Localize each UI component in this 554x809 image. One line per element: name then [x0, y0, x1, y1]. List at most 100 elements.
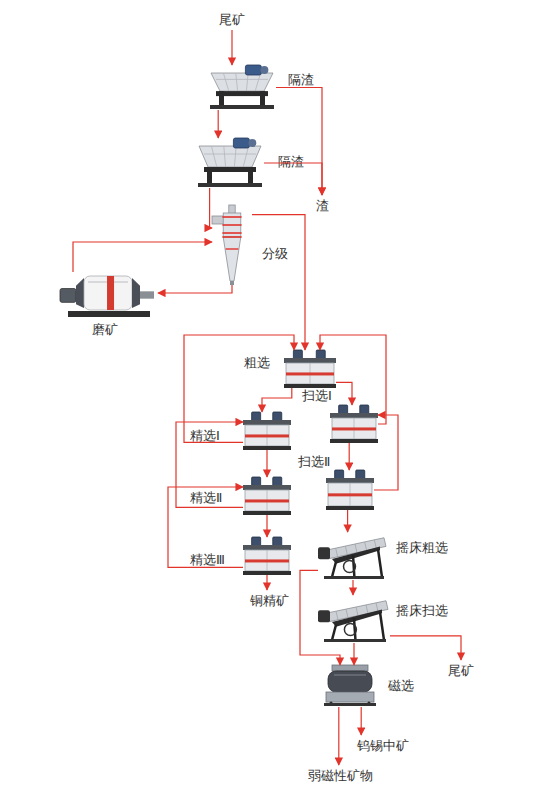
connector-group [73, 30, 461, 765]
shaking-table-drawing [318, 595, 390, 643]
product-label: 尾矿 [445, 660, 477, 680]
equipment-part [273, 477, 282, 486]
equipment-part [324, 703, 376, 706]
equipment-label: 分级 [262, 246, 288, 261]
product-text: 铜精矿 [246, 590, 292, 610]
flow-line [276, 88, 322, 196]
equipment-part [353, 555, 354, 577]
flow-line [252, 215, 305, 350]
equipment-label: 隔渣 [288, 72, 314, 87]
equipment-part [328, 671, 372, 692]
equipment-part [248, 167, 253, 184]
equipment-part [326, 692, 374, 702]
equipment-label: 磁选 [388, 678, 414, 693]
equipment-part [223, 73, 228, 91]
feed-text: 尾矿 [212, 8, 252, 30]
equipment-part [324, 576, 384, 579]
equipment-part [330, 439, 378, 443]
equipment-part [230, 281, 234, 285]
equipment-part [248, 139, 256, 147]
equipment-part [374, 540, 376, 549]
equipment-part [224, 146, 226, 167]
ball-mill: 磨矿 [58, 272, 158, 318]
equipment-part [316, 350, 325, 359]
equipment-part [273, 412, 282, 421]
flow-line [361, 707, 362, 735]
equipment-part [252, 412, 261, 421]
flotation-cell: 精选Ⅲ [243, 537, 291, 575]
flow-line [374, 415, 398, 490]
equipment-part [219, 91, 224, 106]
equipment-part [332, 427, 376, 430]
hydrocyclone: 分级 [212, 205, 252, 285]
equipment-part [236, 73, 238, 91]
equipment-part [252, 537, 261, 546]
flow-line [349, 443, 350, 470]
equipment-part [222, 216, 241, 218]
flotation-cell-drawing [326, 470, 374, 510]
equipment-part [344, 624, 356, 636]
equipment-part [255, 73, 260, 91]
flotation-cell: 粗选 [284, 350, 336, 388]
flow-line [231, 30, 232, 65]
equipment-part [286, 363, 334, 384]
product-label: 渣 [310, 195, 334, 215]
flow-line [262, 388, 292, 412]
equipment-part [107, 276, 114, 310]
equipment-part [356, 470, 365, 479]
equipment-part [199, 146, 261, 167]
equipment-part [216, 79, 268, 80]
flow-line [336, 382, 352, 405]
trash-screen: 隔渣 [196, 138, 264, 188]
equipment-part [84, 276, 132, 310]
equipment-part [222, 236, 241, 238]
equipment-part [260, 91, 265, 106]
equipment-part [273, 537, 282, 546]
equipment-part [328, 493, 372, 496]
equipment-part [293, 350, 302, 359]
equipment-part [324, 639, 386, 642]
equipment-part [354, 618, 355, 640]
equipment-part [360, 405, 369, 414]
equipment-label: 扫选Ⅱ [298, 454, 330, 469]
flow-line [266, 450, 267, 477]
equipment-part [207, 167, 212, 184]
equipment-part [226, 248, 239, 249]
equipment-part [326, 478, 374, 483]
equipment-part [332, 665, 368, 671]
equipment-part [211, 73, 273, 91]
equipment-part [334, 674, 366, 676]
trash-screen-drawing [208, 65, 276, 110]
equipment-part [68, 311, 150, 317]
equipment-part [376, 603, 378, 612]
equipment-label: 精选Ⅲ [190, 552, 225, 567]
equipment-part [222, 232, 241, 234]
equipment-label: 精选Ⅰ [190, 428, 220, 443]
equipment-part [234, 146, 236, 167]
product-text: 渣 [310, 195, 334, 215]
flotation-cell: 精选Ⅰ [243, 412, 291, 450]
equipment-part [328, 483, 372, 506]
magnetic-separator: 磁选 [322, 665, 378, 707]
equipment-part [76, 278, 84, 308]
product-label: 铜精矿 [246, 590, 292, 610]
equipment-part [223, 237, 241, 281]
equipment-label: 隔渣 [278, 154, 304, 169]
equipment-part [355, 544, 357, 553]
equipment-part [318, 610, 330, 622]
equipment-part [243, 571, 291, 575]
equipment-part [365, 542, 367, 551]
shaking-table: 摇床扫选 [318, 595, 390, 643]
product-label: 尾矿 [212, 8, 252, 30]
flotation-cell: 精选Ⅱ [243, 477, 291, 515]
equipment-part [332, 546, 380, 563]
equipment-label: 摇床扫选 [396, 603, 448, 618]
equipment-label: 摇床粗选 [396, 540, 448, 555]
equipment-part [245, 425, 289, 446]
equipment-part [332, 609, 382, 626]
shaking-table-drawing [318, 532, 388, 580]
equipment-part [260, 66, 268, 74]
equipment-part [140, 291, 154, 298]
flow-line [390, 636, 461, 660]
flow-line [73, 242, 212, 272]
